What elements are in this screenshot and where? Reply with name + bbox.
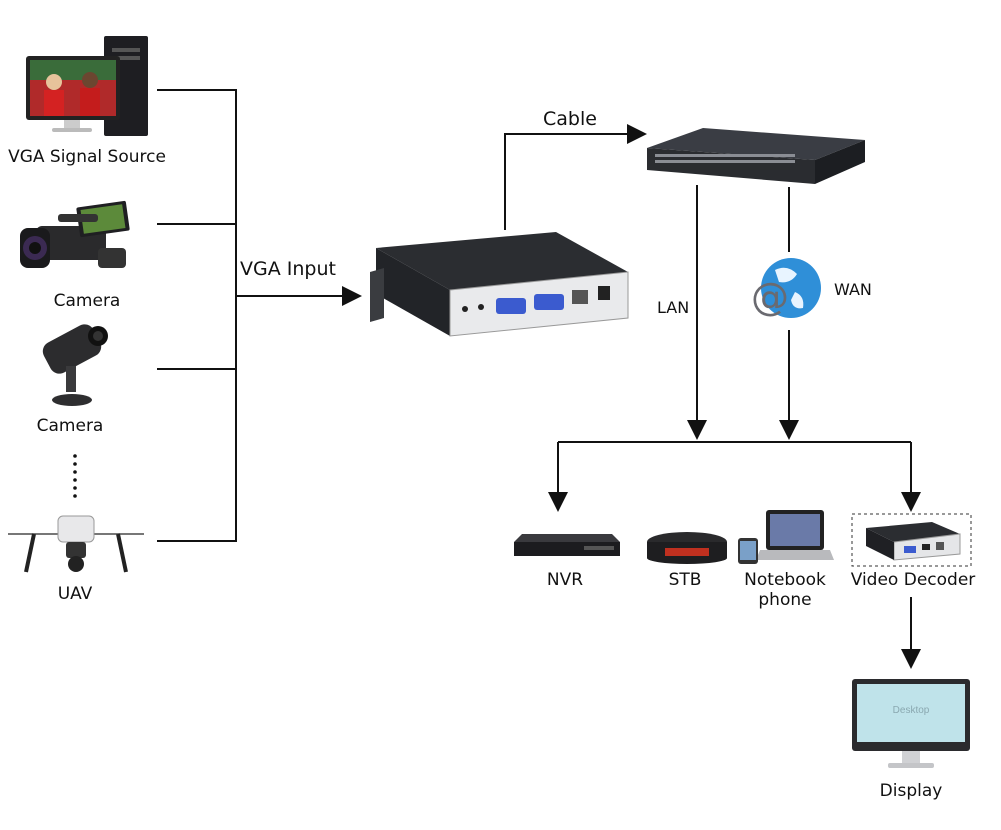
output-label-decoder: Video Decoder [850, 570, 976, 590]
display-stand [902, 751, 920, 763]
vga-input-label: VGA Input [240, 258, 336, 280]
pc-monitor-icon [26, 36, 148, 136]
lan-label: LAN [657, 298, 690, 317]
globe-icon: @ [751, 258, 821, 319]
svg-text:@: @ [751, 275, 789, 319]
nvr-icon [514, 534, 620, 556]
display-base [888, 763, 934, 768]
source-label-uav: UAV [57, 584, 93, 604]
decoder-dashed-frame [851, 513, 972, 567]
more-sources-dots [73, 454, 77, 498]
camcorder-icon [20, 200, 130, 268]
network-switch-icon [647, 128, 865, 184]
output-label-notebook-text: Notebook phone [744, 570, 826, 610]
stb-icon [647, 532, 727, 564]
display-monitor-icon: Desktop [852, 679, 970, 771]
display-screen [857, 684, 965, 742]
wan-label: WAN [834, 280, 872, 299]
video-decoder-icon [866, 522, 961, 561]
source-label-camcorder: Camera [53, 291, 121, 311]
vga-encoder-icon [370, 232, 629, 337]
drone-icon [8, 515, 144, 573]
output-label-stb: STB [668, 570, 702, 590]
cctv-camera-icon [42, 324, 108, 406]
output-label-nvr: NVR [546, 570, 584, 590]
source-line-1 [157, 89, 237, 542]
source-label-cctv: Camera [36, 416, 104, 436]
output-label-notebook: Notebook phone [738, 570, 832, 610]
display-label: Display [879, 781, 943, 801]
display-screen-text: Desktop [892, 705, 930, 716]
cable-arrow [504, 124, 647, 230]
source-label-vga: VGA Signal Source [8, 147, 166, 167]
cable-label: Cable [543, 108, 597, 130]
notebook-phone-icon [738, 510, 834, 564]
